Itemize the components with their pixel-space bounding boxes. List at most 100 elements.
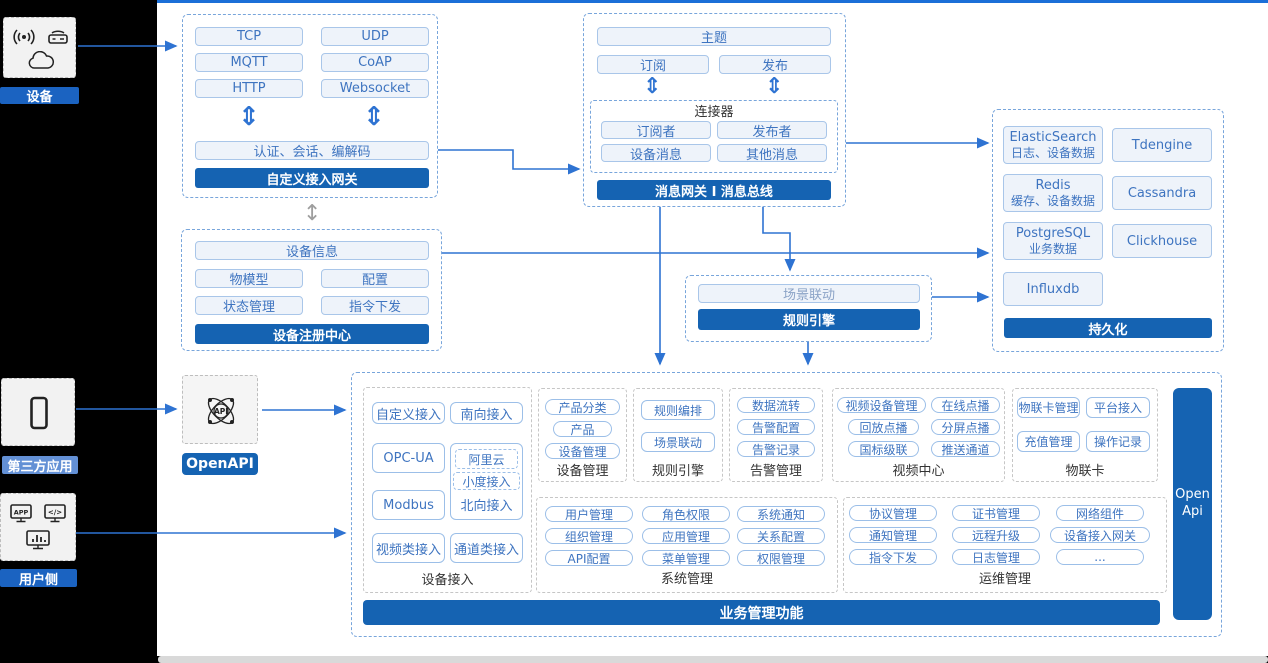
gray-double-arrow-icon [303, 203, 321, 225]
device-access-label: 设备接入 [421, 572, 474, 588]
user-side-label: 用户侧 [0, 569, 77, 588]
chip-product-category: 产品分类 [545, 399, 620, 415]
scene-linkage-box: 场景联动 [698, 284, 920, 303]
store-tdengine: Tdengine [1112, 128, 1212, 162]
chip-iot-card-mgmt: 物联卡管理 [1017, 397, 1080, 418]
chip-org-mgmt: 组织管理 [545, 528, 633, 544]
store-elasticsearch: ElasticSearch 日志、设备数据 [1003, 126, 1103, 164]
chip-ops-more: ... [1056, 549, 1144, 565]
chip-alarm-config: 告警配置 [737, 419, 815, 435]
app-icon: APP [10, 504, 32, 528]
chip-system-notice: 系统通知 [737, 506, 825, 522]
cloud-icon [26, 50, 56, 77]
ops-box [843, 497, 1167, 593]
chip-push-channel: 推送通道 [931, 441, 1000, 457]
system-box [536, 497, 838, 593]
registry-config: 配置 [321, 269, 429, 288]
access-aliyun: 阿里云 [455, 449, 518, 469]
protocol-udp: UDP [321, 27, 429, 46]
user-side-icons-box: APP </> [0, 493, 76, 561]
chip-cert-mgmt: 证书管理 [952, 505, 1040, 521]
connector-device-msg: 设备消息 [601, 144, 711, 163]
video-box [832, 388, 1005, 482]
double-arrow-icon [238, 104, 260, 130]
store-redis: Redis 缓存、设备数据 [1003, 174, 1103, 212]
registry-status-mgmt: 状态管理 [195, 296, 303, 315]
store-influxdb: Influxdb [1003, 272, 1103, 306]
chip-relation-config: 关系配置 [737, 528, 825, 544]
double-arrow-icon [363, 104, 385, 130]
chip-command-dispatch: 指令下发 [849, 549, 937, 565]
rule-label: 规则引擎 [651, 463, 704, 479]
registry-device-info: 设备信息 [195, 241, 429, 260]
connector-title: 连接器 [694, 105, 734, 120]
chip-perm-mgmt: 权限管理 [737, 550, 825, 566]
alarm-label: 告警管理 [749, 463, 802, 479]
publish-box: 发布 [719, 55, 831, 74]
chip-role-perm: 角色权限 [642, 506, 730, 522]
protocol-coap: CoAP [321, 53, 429, 72]
rule-engine-title-bar: 规则引擎 [698, 309, 920, 330]
svg-text:APP: APP [14, 509, 29, 517]
store-clickhouse: Clickhouse [1112, 224, 1212, 258]
ops-label: 运维管理 [978, 571, 1031, 587]
chip-log-mgmt: 日志管理 [952, 549, 1040, 565]
device-mgmt-label: 设备管理 [556, 463, 609, 479]
store-cassandra: Cassandra [1112, 176, 1212, 210]
custom-gateway-title-bar: 自定义接入网关 [195, 168, 429, 188]
subscribe-box: 订阅 [597, 55, 709, 74]
chip-remote-upgrade: 远程升级 [952, 527, 1040, 543]
device-icons-box [3, 17, 76, 78]
access-modbus: Modbus [372, 490, 445, 520]
api-atom-icon: API [201, 391, 241, 435]
device-access-box [363, 387, 532, 593]
svg-text:</>: </> [48, 509, 62, 517]
open-api-bar: Open Api [1173, 388, 1212, 620]
protocol-mqtt: MQTT [195, 53, 303, 72]
protocol-http: HTTP [195, 79, 303, 98]
access-opcua: OPC-UA [372, 443, 445, 473]
chip-app-mgmt: 应用管理 [642, 528, 730, 544]
message-bus-group [583, 13, 846, 207]
persistence-title-bar: 持久化 [1004, 318, 1212, 338]
svg-text:API: API [214, 407, 228, 416]
rule-engine-group [685, 275, 932, 342]
chip-split-screen: 分屏点播 [931, 419, 1000, 435]
chip-recharge-mgmt: 充值管理 [1017, 431, 1080, 452]
double-arrow-icon [643, 76, 661, 98]
access-northbound-group: 北向接入 [450, 443, 523, 520]
chip-device-access-gw: 设备接入网关 [1050, 527, 1150, 543]
business-title-bar: 业务管理功能 [363, 600, 1160, 625]
top-accent-line [157, 0, 1268, 3]
chip-rule-orchestration: 规则编排 [641, 400, 715, 420]
chip-platform-access: 平台接入 [1086, 397, 1150, 418]
topic-box: 主题 [597, 27, 831, 46]
chart-icon [26, 530, 50, 556]
device-mgmt-box [538, 388, 627, 482]
connector-subscriber: 订阅者 [601, 121, 711, 140]
iot-card-box [1012, 388, 1158, 482]
chip-video-device-mgmt: 视频设备管理 [837, 397, 926, 413]
chip-product: 产品 [553, 421, 612, 437]
rule-box [633, 388, 723, 482]
chip-network-components: 网络组件 [1056, 505, 1144, 521]
access-southbound: 南向接入 [450, 402, 523, 424]
broadcast-icon [11, 27, 37, 51]
registry-command-dispatch: 指令下发 [321, 296, 429, 315]
alarm-box [729, 388, 823, 482]
device-label: 设备 [0, 87, 79, 105]
double-arrow-icon [765, 76, 783, 98]
connector-publisher: 发布者 [717, 121, 827, 140]
chip-device-mgmt: 设备管理 [545, 443, 620, 459]
access-northbound-label: 北向接入 [460, 499, 513, 514]
chip-online-play: 在线点播 [931, 397, 1000, 413]
chip-data-flow: 数据流转 [737, 397, 815, 413]
chip-api-config: API配置 [545, 550, 633, 566]
phone-icon [29, 396, 49, 434]
code-icon: </> [44, 504, 66, 528]
protocol-websocket: Websocket [321, 79, 429, 98]
openapi-label: OpenAPI [182, 453, 258, 475]
iot-card-label: 物联卡 [1065, 463, 1105, 479]
access-xiaodu: 小度接入 [453, 472, 520, 490]
